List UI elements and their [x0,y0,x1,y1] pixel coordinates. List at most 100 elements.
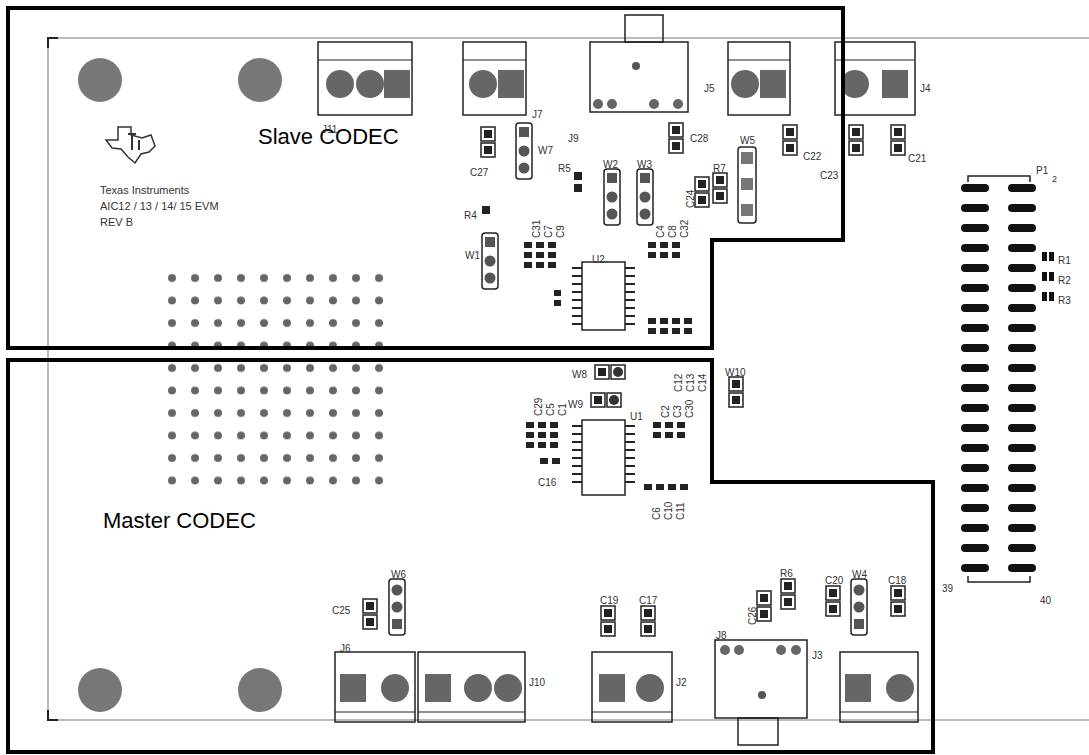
silkscreen-label: J5 [704,83,715,95]
label-wrapper: U1 [630,406,643,424]
silkscreen-label: R5 [558,163,571,175]
region-text-holder: Master CODEC [103,508,256,534]
label-wrapper: C6 [646,507,664,520]
silkscreen-label: AIC12 / 13 / 14/ 15 EVM [100,199,219,213]
label-wrapper: P1 [1036,160,1048,178]
silkscreen-label: R6 [780,568,793,580]
silkscreen-label: C10 [663,502,675,520]
silkscreen-label: R4 [464,210,477,222]
silkscreen-label: C6 [651,507,663,520]
silkscreen-label: C3 [672,405,684,418]
silkscreen-label: C29 [533,398,545,416]
label-wrapper: 2 [1052,168,1057,186]
label-wrapper: R1 [1058,250,1071,268]
silkscreen-label: W7 [538,145,553,157]
silkscreen-label: REV B [100,215,133,229]
label-wrapper: W3 [637,154,652,172]
label-wrapper: C9 [550,225,568,238]
silkscreen-label: W8 [572,369,587,381]
label-wrapper: C17 [639,590,657,608]
silkscreen-label: W6 [391,569,406,581]
label-wrapper: J8 [716,625,727,643]
region-title: Master CODEC [103,508,256,534]
label-wrapper: C1 [552,403,570,416]
silkscreen-label: 2 [1052,173,1057,185]
silkscreen-label: P1 [1036,165,1048,177]
silkscreen-label: C25 [332,605,350,617]
silkscreen-label: C26 [747,607,759,625]
label-wrapper: C25 [332,600,350,618]
label-wrapper: W8 [572,364,587,382]
silkscreen-label: C16 [538,477,556,489]
silkscreen-label: W3 [637,159,652,171]
silkscreen-label: W4 [852,569,867,581]
label-wrapper: C5 [540,403,558,416]
label-wrapper: C11 [670,502,688,520]
label-wrapper: C26 [742,607,760,625]
silkscreen-label: U2 [592,254,605,266]
codec-region: Slave CODEC [6,6,846,350]
silkscreen-label: C13 [685,374,697,392]
label-wrapper: C32 [674,220,692,238]
silkscreen-label: W10 [725,367,746,379]
silkscreen-label: C12 [673,374,685,392]
label-wrapper: R3 [1058,290,1071,308]
label-wrapper: C3 [667,405,685,418]
silkscreen-label: C8 [667,225,679,238]
label-wrapper: C30 [679,400,697,418]
label-wrapper: C2 [655,405,673,418]
label-wrapper: C4 [650,225,668,238]
silkscreen-label: C20 [825,575,843,587]
silkscreen-label: J8 [716,630,727,642]
label-wrapper: R4 [464,205,477,223]
label-wrapper: C16 [538,472,556,490]
label-wrapper: J9 [568,128,579,146]
label-wrapper: W7 [538,140,553,158]
silkscreen-label: C1 [557,403,569,416]
silkscreen-label: R1 [1058,255,1071,267]
silkscreen-label: C28 [690,133,708,145]
label-wrapper: R6 [780,563,793,581]
label-wrapper: C7 [538,225,556,238]
label-wrapper: R2 [1058,270,1071,288]
silkscreen-label: Texas Instruments [100,183,189,197]
label-wrapper: 40 [1040,590,1051,608]
label-wrapper: J2 [676,672,687,690]
label-wrapper: C27 [470,162,488,180]
label-wrapper: J4 [920,78,931,96]
silkscreen-label: J2 [676,677,687,689]
label-wrapper: REV B [100,212,133,230]
region-outline [8,360,933,752]
label-wrapper: C31 [526,220,544,238]
silkscreen-label: J6 [340,643,351,655]
label-wrapper: C23 [820,165,838,183]
silkscreen-label: C7 [543,225,555,238]
silkscreen-label: 39 [942,583,953,595]
silkscreen-label: J7 [532,109,543,121]
label-wrapper: W5 [740,130,755,148]
label-wrapper: C28 [690,128,708,146]
label-wrapper: C8 [662,225,680,238]
label-wrapper: W4 [852,564,867,582]
label-wrapper: 39 [942,578,953,596]
label-wrapper: J3 [812,645,823,663]
silkscreen-label: C22 [803,151,821,163]
silkscreen-label: C4 [655,225,667,238]
silkscreen-label: C19 [600,595,618,607]
silkscreen-label: J10 [529,677,545,689]
silkscreen-label: C30 [684,400,696,418]
silkscreen-label: 40 [1040,595,1051,607]
label-wrapper: C18 [888,570,906,588]
label-wrapper: C14 [692,374,710,392]
silkscreen-label: R3 [1058,295,1071,307]
silkscreen-label: C27 [470,167,488,179]
label-wrapper: W2 [603,154,618,172]
silkscreen-label: C14 [697,374,709,392]
silkscreen-label: W9 [568,399,583,411]
label-wrapper: W1 [465,245,480,263]
region-outline [8,8,843,348]
region-outline [6,358,935,754]
